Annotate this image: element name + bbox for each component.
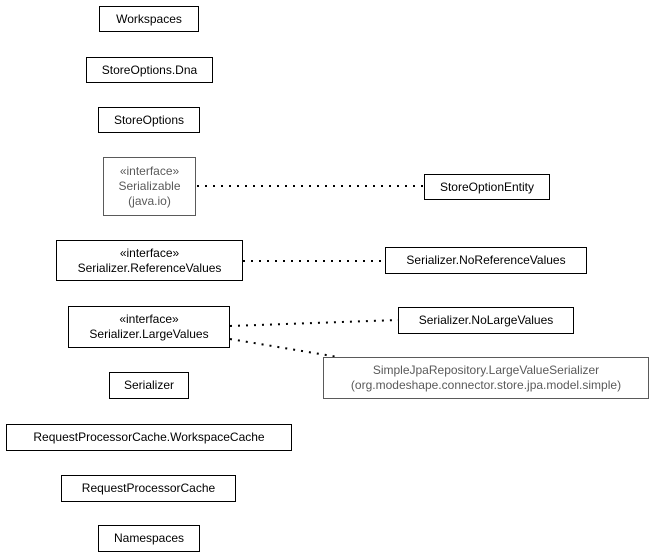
- stereotype-label: «interface»: [119, 312, 179, 326]
- class-name: Serializer.ReferenceValues: [77, 260, 222, 275]
- class-requestprocessorcache-workspacecache[interactable]: RequestProcessorCache.WorkspaceCache: [6, 424, 292, 451]
- interface-serializer-largevalues[interactable]: «interface» Serializer.LargeValues: [68, 306, 230, 348]
- class-requestprocessorcache[interactable]: RequestProcessorCache: [61, 475, 236, 502]
- class-largevalueserializer[interactable]: SimpleJpaRepository.LargeValueSerializer…: [323, 357, 649, 399]
- class-storeoptionentity[interactable]: StoreOptionEntity: [424, 174, 550, 200]
- class-name: Serializer.NoReferenceValues: [406, 253, 566, 267]
- stereotype-label: «interface»: [119, 245, 180, 260]
- class-workspaces[interactable]: Workspaces: [99, 6, 199, 32]
- package-label: (org.modeshape.connector.store.jpa.model…: [350, 378, 622, 392]
- interface-serializer-referencevalues[interactable]: «interface» Serializer.ReferenceValues: [56, 240, 243, 281]
- class-serializer-noreferencevalues[interactable]: Serializer.NoReferenceValues: [385, 247, 587, 274]
- class-name: RequestProcessorCache: [81, 481, 216, 495]
- interface-serializable[interactable]: «interface» Serializable (java.io): [103, 157, 196, 216]
- class-name: Serializer.NoLargeValues: [418, 313, 554, 327]
- class-name: RequestProcessorCache.WorkspaceCache: [33, 430, 265, 444]
- class-name: Namespaces: [113, 531, 185, 545]
- edge-largevalues-to-largevalueserializer: [229, 338, 339, 358]
- class-serializer[interactable]: Serializer: [109, 372, 189, 399]
- stereotype-label: «interface»: [119, 164, 180, 178]
- class-name: Serializer: [123, 378, 174, 392]
- class-name: Workspaces: [116, 11, 182, 26]
- package-label: (java.io): [128, 194, 171, 208]
- class-name: Serializer.LargeValues: [89, 327, 209, 341]
- class-name: StoreOptionEntity: [439, 179, 535, 194]
- edge-largevalues-to-nolargevalues: [229, 319, 399, 327]
- class-name: StoreOptions: [113, 112, 185, 127]
- class-namespaces[interactable]: Namespaces: [98, 525, 200, 552]
- class-name: Serializable: [118, 179, 181, 193]
- class-storeoptions-dna[interactable]: StoreOptions.Dna: [86, 57, 213, 83]
- class-name: SimpleJpaRepository.LargeValueSerializer: [372, 363, 600, 377]
- class-storeoptions[interactable]: StoreOptions: [98, 107, 200, 133]
- class-name: StoreOptions.Dna: [101, 62, 198, 77]
- class-serializer-nolargevalues[interactable]: Serializer.NoLargeValues: [398, 307, 574, 334]
